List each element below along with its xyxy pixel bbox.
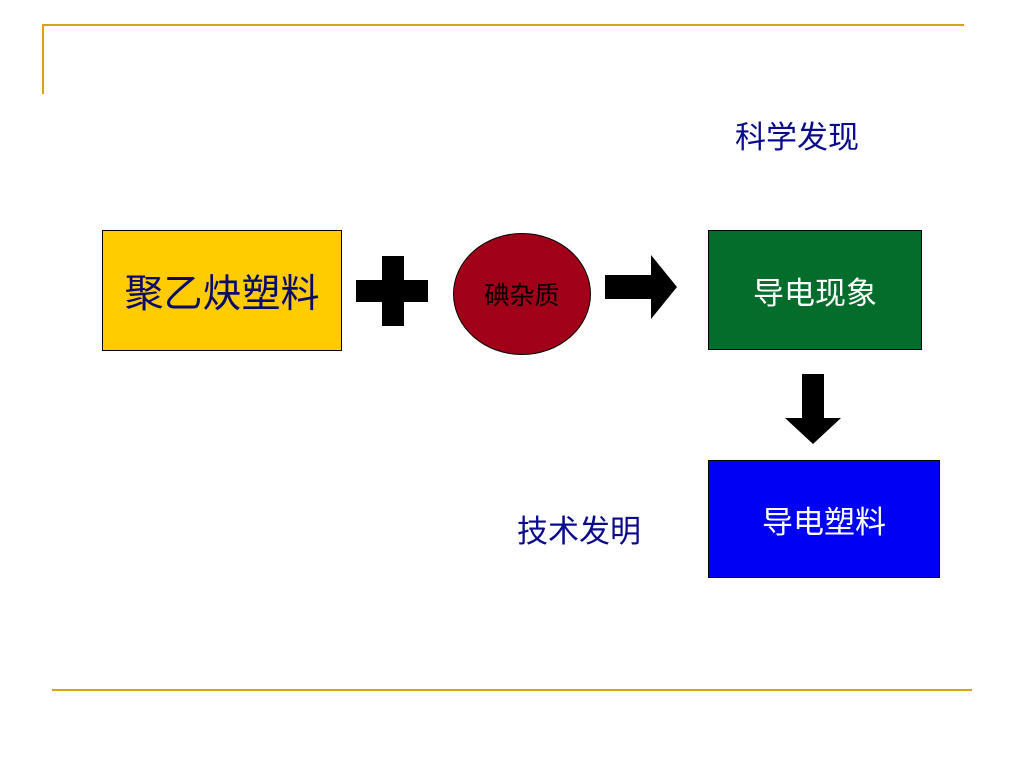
iodine-impurity-ellipse: 碘杂质 <box>453 233 591 355</box>
arrow-right-icon <box>605 255 677 319</box>
conductive-plastic-label: 导电塑料 <box>762 504 886 541</box>
bottom-divider-line <box>52 689 972 691</box>
polyacetylene-plastic-label: 聚乙炔塑料 <box>124 271 320 317</box>
left-accent-bar <box>42 24 44 94</box>
conductive-plastic-box: 导电塑料 <box>708 460 940 578</box>
conductive-phenomenon-box: 导电现象 <box>708 230 922 350</box>
iodine-impurity-label: 碘杂质 <box>484 281 560 310</box>
plus-icon <box>356 256 428 326</box>
arrow-down-icon <box>785 374 841 444</box>
technology-invention-label: 技术发明 <box>517 514 641 550</box>
science-discovery-label: 科学发现 <box>735 120 859 156</box>
polyacetylene-plastic-box: 聚乙炔塑料 <box>102 230 342 351</box>
top-divider-line <box>42 24 964 26</box>
conductive-phenomenon-label: 导电现象 <box>753 275 877 312</box>
